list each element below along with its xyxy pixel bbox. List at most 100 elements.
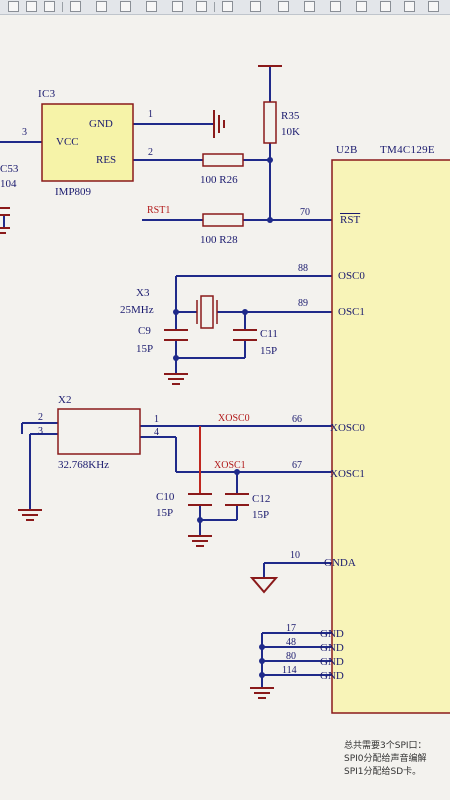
pin-name-gnd: GND bbox=[320, 642, 344, 654]
r28-label: 100 R28 bbox=[200, 234, 238, 246]
junction-dot bbox=[242, 309, 248, 315]
junction-dot bbox=[259, 644, 265, 650]
ic3-vcc-label: VCC bbox=[56, 136, 79, 148]
c9-capacitor[interactable] bbox=[164, 329, 188, 341]
r35-value: 10K bbox=[281, 126, 300, 138]
tool-icon[interactable] bbox=[96, 1, 107, 12]
pin-num-80: 80 bbox=[286, 651, 296, 662]
ic3-pin-vcc: 3 bbox=[22, 127, 27, 138]
net-xosc1: XOSC1 bbox=[214, 460, 246, 471]
c9-value: 15P bbox=[136, 343, 154, 355]
pin-num-70: 70 bbox=[300, 207, 310, 218]
junction-dot bbox=[259, 658, 265, 664]
tool-icon[interactable] bbox=[146, 1, 157, 12]
x3-ref: X3 bbox=[136, 287, 150, 299]
ic3-body[interactable] bbox=[41, 103, 134, 182]
pin-name-rst: RST bbox=[340, 214, 361, 226]
toolbar bbox=[0, 0, 450, 15]
pin-name-gnd: GND bbox=[320, 670, 344, 682]
c12-value: 15P bbox=[252, 509, 270, 521]
x2-value: 32.768KHz bbox=[58, 459, 110, 471]
junction-dot bbox=[173, 355, 179, 361]
r35-resistor[interactable] bbox=[263, 101, 277, 144]
c11-value: 15P bbox=[260, 345, 278, 357]
x2-pin-3: 3 bbox=[38, 426, 43, 437]
x2-pin-4: 4 bbox=[154, 427, 159, 438]
pin-num-114: 114 bbox=[282, 665, 297, 676]
ground-icon bbox=[250, 687, 274, 699]
note-line-3: SPI1分配给SD卡。 bbox=[344, 767, 422, 777]
tool-icon[interactable] bbox=[250, 1, 261, 12]
pin-num-67: 67 bbox=[292, 460, 302, 471]
ground-icon bbox=[18, 509, 42, 521]
pin-name-gnda: GNDA bbox=[324, 557, 356, 569]
c10-capacitor[interactable] bbox=[188, 493, 212, 506]
ic3-ref: IC3 bbox=[38, 88, 56, 100]
ic3-res-label: RES bbox=[96, 154, 117, 166]
pin-num-48: 48 bbox=[286, 637, 296, 648]
toolbar-divider bbox=[62, 2, 63, 12]
tool-icon[interactable] bbox=[428, 1, 439, 12]
c53-ref: C53 bbox=[0, 163, 19, 175]
tool-icon[interactable] bbox=[404, 1, 415, 12]
c11-capacitor[interactable] bbox=[233, 329, 257, 341]
pin-num-89: 89 bbox=[298, 298, 308, 309]
tool-icon[interactable] bbox=[330, 1, 341, 12]
tool-icon[interactable] bbox=[356, 1, 367, 12]
c53-capacitor[interactable] bbox=[0, 207, 10, 216]
pin-name-osc0: OSC0 bbox=[338, 270, 365, 282]
tool-icon[interactable] bbox=[8, 1, 19, 12]
r26-label: 100 R26 bbox=[200, 174, 238, 186]
r28-resistor[interactable] bbox=[202, 213, 244, 227]
ic3-part: IMP809 bbox=[55, 186, 92, 198]
pin-name-gnd: GND bbox=[320, 656, 344, 668]
x2-crystal[interactable] bbox=[57, 408, 141, 455]
note-line-1: 总共需要3个SPI口： bbox=[344, 741, 427, 751]
tool-icon[interactable] bbox=[70, 1, 81, 12]
x3-crystal[interactable] bbox=[196, 295, 218, 329]
tool-icon[interactable] bbox=[304, 1, 315, 12]
pin-num-88: 88 bbox=[298, 263, 308, 274]
u2b-body[interactable] bbox=[331, 159, 450, 714]
c12-ref: C12 bbox=[252, 493, 271, 505]
c9-ref: C9 bbox=[138, 325, 151, 337]
r26-resistor[interactable] bbox=[202, 153, 244, 167]
x2-pin-1: 1 bbox=[154, 414, 159, 425]
note-line-2: SPI0分配给声音编解 bbox=[344, 754, 427, 764]
pin-num-66: 66 bbox=[292, 414, 302, 425]
junction-dot bbox=[234, 469, 240, 475]
ground-icon bbox=[164, 373, 188, 385]
ground-icon bbox=[213, 110, 225, 138]
pin-num-10: 10 bbox=[290, 550, 300, 561]
toolbar-divider bbox=[214, 2, 215, 12]
tool-icon[interactable] bbox=[278, 1, 289, 12]
pin-name-xosc0: XOSC0 bbox=[330, 422, 365, 434]
tool-icon[interactable] bbox=[26, 1, 37, 12]
tool-icon[interactable] bbox=[44, 1, 55, 12]
u2b-ref: U2B bbox=[336, 144, 358, 156]
u2b-part: TM4C129E bbox=[380, 144, 435, 156]
c10-value: 15P bbox=[156, 507, 174, 519]
tool-icon[interactable] bbox=[120, 1, 131, 12]
junction-dot bbox=[197, 517, 203, 523]
junction-dot bbox=[259, 672, 265, 678]
tool-icon[interactable] bbox=[172, 1, 183, 12]
junction-dot bbox=[267, 157, 273, 163]
net-rst1: RST1 bbox=[147, 205, 171, 216]
pin-num-17: 17 bbox=[286, 623, 296, 634]
tool-icon[interactable] bbox=[380, 1, 391, 12]
tool-icon[interactable] bbox=[196, 1, 207, 12]
tool-icon[interactable] bbox=[222, 1, 233, 12]
r35-ref: R35 bbox=[281, 110, 300, 122]
x3-value: 25MHz bbox=[120, 304, 154, 316]
ground-icon bbox=[188, 535, 212, 547]
ground-icon bbox=[0, 227, 10, 234]
analog-ground-icon bbox=[249, 577, 279, 594]
ic3-pin-res: 2 bbox=[148, 147, 153, 158]
c12-capacitor[interactable] bbox=[225, 493, 249, 506]
x2-pin-2: 2 bbox=[38, 412, 43, 423]
c11-ref: C11 bbox=[260, 328, 278, 340]
pin-name-gnd: GND bbox=[320, 628, 344, 640]
